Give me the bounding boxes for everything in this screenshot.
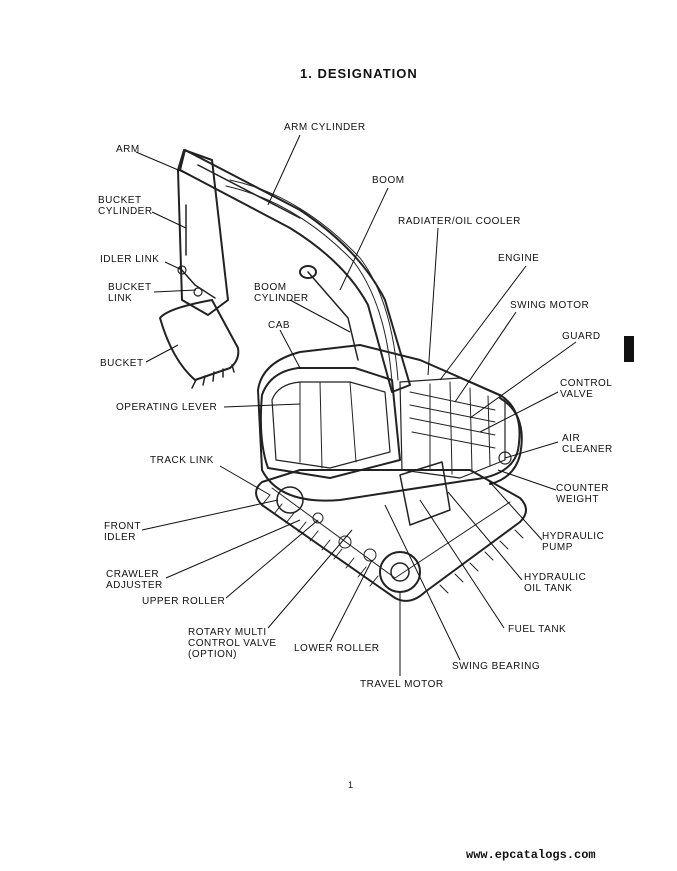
cab-outline: [259, 367, 401, 479]
label-front-idler: FRONT IDLER: [104, 521, 141, 543]
leader-hydraulic-oil-tank: [447, 491, 523, 581]
watermark-url: www.epcatalogs.com: [466, 848, 596, 862]
label-air-cleaner: AIR CLEANER: [562, 433, 613, 455]
label-arm: ARM: [116, 144, 140, 155]
leader-lines: [135, 134, 577, 676]
boom-pivot: [299, 265, 317, 279]
leader-engine: [439, 265, 527, 381]
leader-arm-cylinder: [267, 134, 301, 206]
label-operating-lever: OPERATING LEVER: [116, 402, 218, 413]
bucket: [159, 299, 240, 381]
leader-operating-lever: [223, 403, 301, 408]
leader-radiator: [427, 227, 439, 376]
label-upper-roller: UPPER ROLLER: [142, 596, 226, 607]
leader-cab: [279, 329, 301, 369]
leader-boom: [339, 187, 389, 291]
label-radiator-oil-cooler: RADIATER/OIL COOLER: [398, 216, 521, 227]
air-cleaner: [498, 451, 512, 465]
label-swing-motor: SWING MOTOR: [510, 300, 590, 311]
label-crawler-adjuster: CRAWLER ADJUSTER: [106, 569, 163, 591]
idler-link-pin: [177, 265, 187, 275]
leader-rotary-valve: [267, 529, 353, 629]
label-track-link: TRACK LINK: [150, 455, 214, 466]
fuel-tank-block: [399, 461, 451, 526]
label-idler-link: IDLER LINK: [100, 254, 160, 265]
label-bucket-link: BUCKET LINK: [108, 282, 152, 304]
leader-swing-bearing: [384, 504, 461, 661]
leader-boom-cylinder: [289, 299, 351, 333]
boom-cylinder: [307, 271, 359, 361]
label-control-valve: CONTROL VALVE: [560, 378, 613, 400]
label-lower-roller: LOWER ROLLER: [294, 643, 380, 654]
label-fuel-tank: FUEL TANK: [508, 624, 567, 635]
leader-bucket-cylinder: [151, 211, 187, 229]
label-bucket-cylinder: BUCKET CYLINDER: [98, 195, 153, 217]
page-title: 1. DESIGNATION: [300, 66, 418, 81]
section-tab-marker: [624, 336, 634, 362]
label-rotary-multi-control-valve: ROTARY MULTI CONTROL VALVE (OPTION): [188, 627, 277, 660]
leader-counter-weight: [497, 469, 557, 491]
crawler-track-inner: [271, 487, 511, 579]
leader-bucket: [145, 344, 179, 363]
label-arm-cylinder: ARM CYLINDER: [284, 122, 366, 133]
label-hydraulic-oil-tank: HYDRAULIC OIL TANK: [524, 572, 587, 594]
label-boom-cylinder: BOOM CYLINDER: [254, 282, 309, 304]
arm-cylinder: [197, 164, 301, 219]
page-number: 1: [348, 780, 354, 790]
label-counter-weight: COUNTER WEIGHT: [556, 483, 609, 505]
bucket-link-pin: [193, 287, 203, 297]
leader-track-link: [219, 465, 271, 496]
lower-roller-1: [338, 535, 352, 549]
leader-bucket-link: [153, 289, 197, 293]
boom: [179, 149, 411, 393]
upper-roller: [312, 512, 324, 524]
label-bucket: BUCKET: [100, 358, 144, 369]
leader-lower-roller: [329, 559, 373, 643]
lower-roller-2: [363, 548, 377, 562]
bucket-linkage: [179, 267, 216, 299]
leader-fuel-tank: [419, 499, 505, 629]
leader-hydraulic-pump: [487, 479, 543, 541]
counter-weight: [489, 397, 523, 485]
leader-front-idler: [141, 499, 279, 531]
leader-crawler-adjuster: [165, 519, 301, 579]
track-shoes: [261, 494, 524, 594]
engine-compartment: [399, 377, 506, 479]
label-cab: CAB: [268, 320, 291, 331]
cab-window: [271, 381, 391, 469]
travel-motor-hub: [390, 562, 410, 582]
label-swing-bearing: SWING BEARING: [452, 661, 541, 672]
label-boom: BOOM: [372, 175, 405, 186]
leader-guard: [469, 341, 577, 419]
leader-air-cleaner: [504, 441, 559, 459]
crawler-track: [255, 469, 527, 602]
cab-frame: [299, 381, 357, 469]
bucket-teeth: [191, 364, 235, 389]
label-guard: GUARD: [562, 331, 601, 342]
label-engine: ENGINE: [498, 253, 540, 264]
leader-upper-roller: [225, 519, 319, 599]
label-travel-motor: TRAVEL MOTOR: [360, 679, 444, 690]
leader-idler-link: [164, 261, 183, 271]
leader-swing-motor: [454, 311, 517, 403]
hydraulic-hoses: [225, 179, 399, 383]
excavator-illustration: [159, 149, 527, 602]
leader-control-valve: [479, 391, 559, 433]
engine-details: [409, 381, 496, 475]
label-hydraulic-pump: HYDRAULIC PUMP: [542, 531, 605, 553]
leader-arm: [135, 151, 191, 176]
